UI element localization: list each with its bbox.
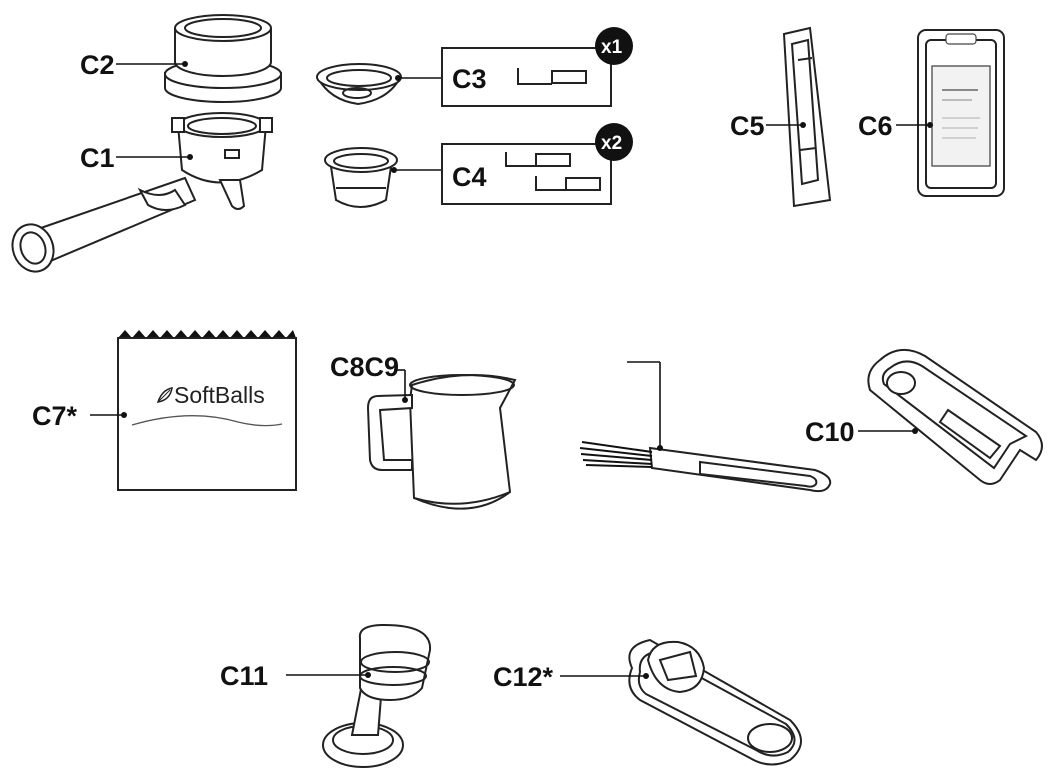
- brush-dot: [657, 445, 663, 451]
- descaler-pouch-illustration: [117, 330, 297, 491]
- test-strip-illustration: [782, 26, 832, 208]
- milk-jug-illustration: [366, 374, 517, 510]
- c4-dot: [391, 167, 397, 173]
- single-filter-basket-illustration: [316, 63, 402, 106]
- portafilter-illustration: [11, 112, 273, 273]
- c4-box: [441, 143, 612, 205]
- label-c2: C2: [80, 50, 115, 80]
- calibration-tool-illustration: [628, 638, 802, 766]
- c5-dot: [800, 122, 806, 128]
- label-c7: C7*: [32, 401, 78, 431]
- c3-single-spout-icon: [517, 68, 587, 85]
- label-c1: C1: [80, 143, 115, 173]
- c4-double-spout-icon: [505, 152, 601, 191]
- c12-dot: [643, 673, 649, 679]
- label-c4: C4: [452, 162, 487, 192]
- c11-dot: [365, 672, 371, 678]
- label-c11: C11: [220, 661, 268, 691]
- c4-quantity: x2: [601, 133, 622, 154]
- dosing-ring-illustration: [164, 14, 282, 103]
- c7-dot: [121, 412, 127, 418]
- c8c9-dot: [402, 397, 408, 403]
- c3-dot: [395, 75, 401, 81]
- c10-dot: [912, 428, 918, 434]
- brand-name: SoftBalls: [174, 382, 265, 408]
- label-c8c9: C8C9: [330, 352, 399, 382]
- label-c10: C10: [805, 417, 855, 447]
- cleaning-tool-illustration: [867, 349, 1043, 485]
- double-filter-basket-illustration: [324, 147, 398, 208]
- c4-quantity-badge: x2: [595, 123, 633, 161]
- label-c12: C12*: [493, 662, 554, 692]
- c2-dot: [182, 61, 188, 67]
- c6-dot: [927, 122, 933, 128]
- water-filter-pack-illustration: [917, 29, 1005, 197]
- label-c3: C3: [452, 64, 487, 94]
- tamper-illustration: [322, 623, 432, 768]
- label-c6: C6: [858, 111, 893, 141]
- cleaning-brush-illustration: [579, 441, 832, 493]
- c1-dot: [187, 154, 193, 160]
- c3-quantity: x1: [601, 37, 623, 58]
- c3-quantity-badge: x1: [595, 27, 633, 65]
- label-c5: C5: [730, 111, 765, 141]
